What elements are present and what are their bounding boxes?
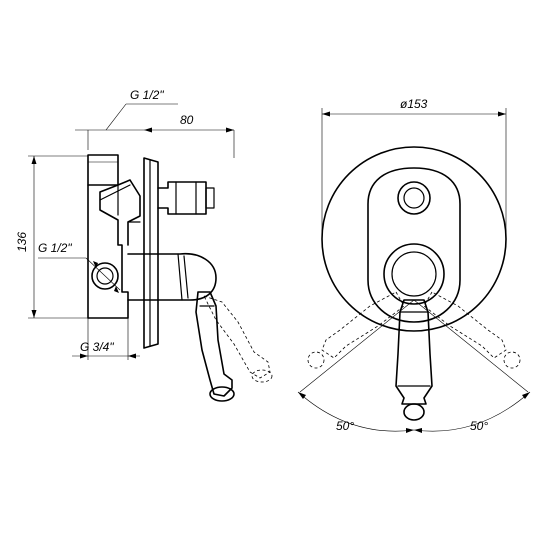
diverter-knob-side — [157, 181, 207, 215]
front-view — [299, 146, 529, 421]
mixer-cartridge-front — [383, 243, 445, 305]
oblong-cover — [367, 167, 461, 323]
angle-arc-right — [413, 391, 531, 432]
lever-handle-front-left — [321, 291, 405, 359]
bottom-outlet-label: G 3/4" — [80, 340, 114, 354]
top-inlet-label: G 1/2" — [130, 88, 164, 102]
side-outlet-circle — [91, 262, 119, 290]
lever-handle-side — [195, 291, 233, 397]
angle-right-label: 50° — [470, 419, 488, 433]
side-dimensions: 80 G 1/2" 136 G 1/2" G 3/4" — [15, 88, 235, 360]
height-dimension-label: 136 — [15, 232, 29, 252]
angle-arc-left — [297, 391, 415, 432]
wall-plate-side — [143, 157, 159, 349]
depth-dimension-label: 80 — [180, 113, 194, 127]
lever-handle-front — [395, 299, 433, 405]
lever-handle-side-alt — [203, 295, 271, 379]
side-inlet-label: G 1/2" — [38, 241, 72, 255]
front-dimensions: ø153 50° 50° — [297, 97, 531, 433]
valve-body — [87, 179, 141, 319]
side-view — [87, 154, 273, 402]
top-inlet-stub — [87, 154, 119, 186]
diverter-knob-front — [397, 181, 431, 215]
diameter-dimension-label: ø153 — [400, 97, 428, 111]
lever-handle-front-right — [423, 291, 507, 359]
angle-left-label: 50° — [336, 419, 354, 433]
mixer-cap-side — [127, 253, 217, 301]
